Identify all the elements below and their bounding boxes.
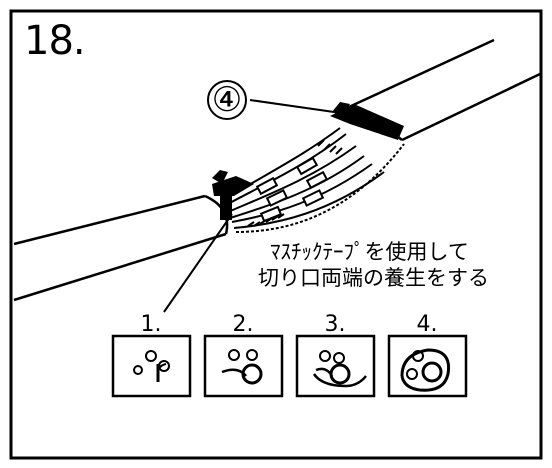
step-box-2 [203, 334, 284, 398]
step-3-glyph [312, 350, 367, 388]
step-label-2: 2. [232, 312, 254, 337]
conductors [223, 127, 405, 233]
step-2-glyph [221, 349, 263, 385]
step-box-1 [111, 334, 192, 398]
step-label-1: 1. [140, 312, 162, 337]
callout-circle [207, 80, 247, 120]
step-boxes [111, 334, 468, 398]
note-line-2: 切り口両端の養生をする [258, 266, 489, 290]
step-label-4: 4. [416, 312, 438, 337]
note-leader [163, 213, 233, 313]
step-number: 18. [24, 18, 86, 64]
tape-band-left [212, 170, 254, 220]
tape-band-right [330, 102, 404, 140]
frame-border [9, 9, 543, 460]
step-box-4 [387, 334, 468, 398]
cable-left [13, 194, 229, 302]
step-4-glyph [400, 348, 451, 392]
step-label-3: 3. [324, 312, 346, 337]
step-box-3 [295, 334, 376, 398]
callout-number: ④ [211, 80, 243, 120]
callout-leader [249, 99, 335, 113]
step-1-glyph [133, 350, 170, 382]
note-line-1: ﾏｽﾁｯｸﾃｰﾌﾟを使用して [270, 240, 469, 264]
